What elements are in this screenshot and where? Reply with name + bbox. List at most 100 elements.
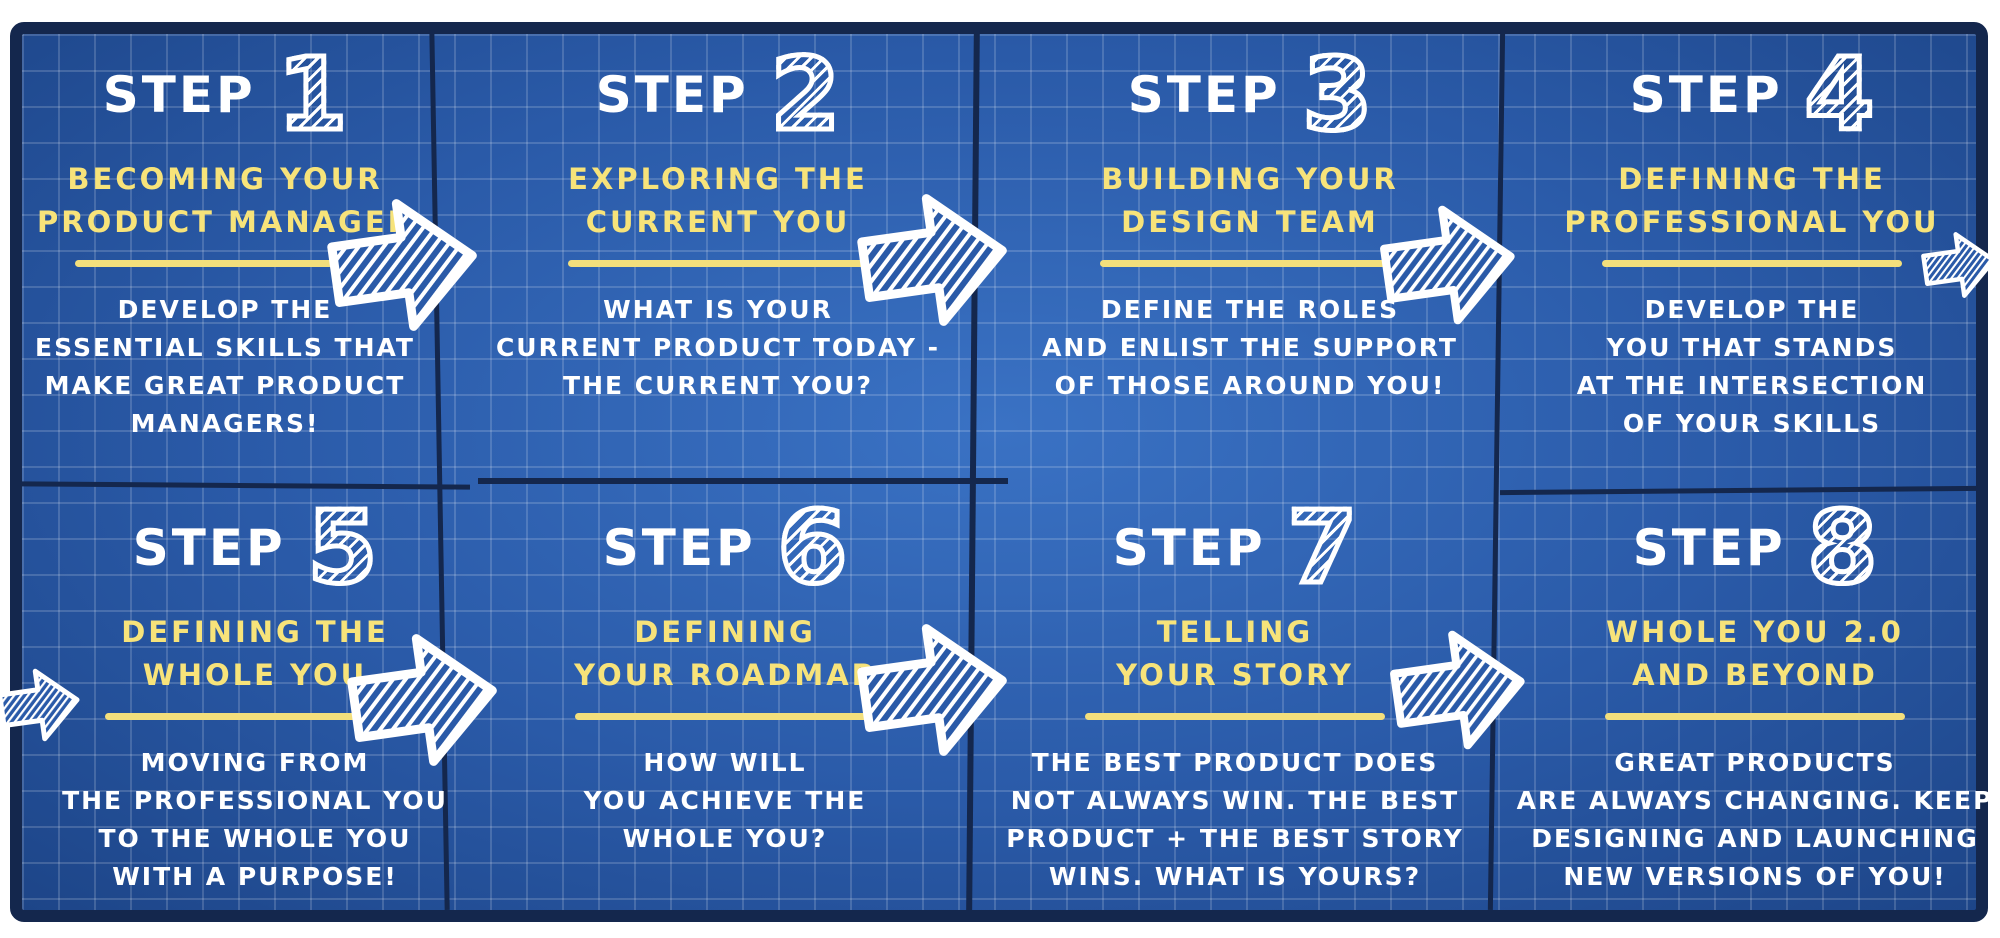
step-description-line: PRODUCT + THE BEST STORY: [1006, 824, 1464, 853]
step-title-line: AND BEYOND: [1632, 658, 1878, 692]
step-description: THE BEST PRODUCT DOES NOT ALWAYS WIN. THE…: [1006, 744, 1464, 896]
step-title-line: DEFINING: [634, 615, 816, 649]
step-description-line: WHOLE YOU?: [622, 824, 828, 853]
step-description-line: MOVING FROM: [140, 748, 370, 777]
step-description-line: OF YOUR SKILLS: [1622, 409, 1882, 438]
step-heading: STEP 7: [1112, 489, 1360, 606]
step-heading: STEP 5: [132, 489, 380, 606]
step-description: WHAT IS YOUR CURRENT PRODUCT TODAY - THE C…: [496, 291, 940, 405]
step-title-line: DESIGN TEAM: [1121, 205, 1379, 239]
step-description-line: GREAT PRODUCTS: [1614, 748, 1896, 777]
step-title-line: YOUR ROADMAP: [574, 658, 876, 692]
step-label: STEP: [1632, 519, 1786, 577]
step-description-line: WHAT IS YOUR: [603, 295, 833, 324]
step-description-line: THE BEST PRODUCT DOES: [1031, 748, 1439, 777]
step-title: TELLING YOUR STORY: [1116, 611, 1354, 697]
step-number: 8: [1805, 489, 1880, 606]
step-title: EXPLORING THE CURRENT YOU: [568, 158, 868, 244]
arrow-right-icon: [1921, 232, 1996, 298]
step-number: 7: [1285, 489, 1360, 606]
step-title-line: DEFINING THE: [1618, 162, 1886, 196]
title-underline: [1085, 713, 1385, 720]
step-title: DEFINING THE WHOLE YOU: [121, 611, 389, 697]
step-heading: STEP 4: [1629, 36, 1877, 153]
step-description-line: AT THE INTERSECTION: [1576, 371, 1928, 400]
step-description-line: ARE ALWAYS CHANGING. KEEP: [1516, 786, 1994, 815]
step-description-line: DEVELOP THE: [1644, 295, 1860, 324]
title-underline: [1602, 260, 1902, 267]
step-description: DEVELOP THE YOU THAT STANDS AT THE INTERSE…: [1577, 291, 1928, 443]
title-underline: [1605, 713, 1905, 720]
step-description-line: DEFINE THE ROLES: [1100, 295, 1400, 324]
step-description-line: MAKE GREAT PRODUCT: [44, 371, 406, 400]
step-description-line: YOU ACHIEVE THE: [583, 786, 867, 815]
step-title-line: WHOLE YOU: [142, 658, 368, 692]
step-description: HOW WILL YOU ACHIEVE THE WHOLE YOU?: [584, 744, 867, 858]
step-description-line: OF THOSE AROUND YOU!: [1054, 371, 1446, 400]
step-title-line: YOUR STORY: [1116, 658, 1354, 692]
step-number: 6: [775, 489, 850, 606]
step-description-line: WITH A PURPOSE!: [112, 862, 398, 891]
step-description-line: WINS. WHAT IS YOURS?: [1048, 862, 1422, 891]
step-description: GREAT PRODUCTS ARE ALWAYS CHANGING. KEEP D…: [1517, 744, 1994, 896]
step-label: STEP: [595, 66, 749, 124]
step-description-line: DEVELOP THE: [117, 295, 333, 324]
step-description-line: ESSENTIAL SKILLS THAT: [35, 333, 415, 362]
step-label: STEP: [102, 66, 256, 124]
step-description-line: TO THE WHOLE YOU: [98, 824, 412, 853]
step-description: DEVELOP THE ESSENTIAL SKILLS THAT MAKE GRE…: [35, 291, 415, 443]
step-description-line: NOT ALWAYS WIN. THE BEST: [1010, 786, 1460, 815]
step-label: STEP: [1112, 519, 1266, 577]
step-description-line: YOU THAT STANDS: [1606, 333, 1898, 362]
step-label: STEP: [132, 519, 286, 577]
step-title-line: PROFESSIONAL YOU: [1564, 205, 1940, 239]
title-underline: [575, 713, 875, 720]
step-heading: STEP 6: [602, 489, 850, 606]
step-description-line: THE PROFESSIONAL YOU: [62, 786, 448, 815]
step-title-line: PRODUCT MANAGER: [37, 205, 413, 239]
arrow-right-icon: [1390, 630, 1525, 750]
step-title-line: DEFINING THE: [121, 615, 389, 649]
step-description-line: CURRENT PRODUCT TODAY -: [495, 333, 941, 362]
step-title: DEFINING THE PROFESSIONAL YOU: [1564, 158, 1939, 244]
arrow-right-icon: [327, 199, 477, 331]
step-description-line: HOW WILL: [643, 748, 807, 777]
step-number: 4: [1802, 36, 1877, 153]
step-label: STEP: [602, 519, 756, 577]
step-heading: STEP 8: [1632, 489, 1880, 606]
step-title-line: CURRENT YOU: [585, 205, 851, 239]
fold-line-h2: [478, 478, 1008, 484]
step-title-line: EXPLORING THE: [568, 162, 868, 196]
arrow-right-icon: [1380, 205, 1515, 325]
step-number: 3: [1300, 36, 1375, 153]
step-description: MOVING FROM THE PROFESSIONAL YOU TO THE WH…: [62, 744, 448, 896]
step-label: STEP: [1127, 66, 1281, 124]
title-underline: [568, 260, 868, 267]
step-heading: STEP 3: [1127, 36, 1375, 153]
step-description-line: THE CURRENT YOU?: [563, 371, 873, 400]
step-description-line: NEW VERSIONS OF YOU!: [1563, 862, 1947, 891]
step-title-line: TELLING: [1156, 615, 1314, 649]
step-label: STEP: [1629, 66, 1783, 124]
step-number: 2: [768, 36, 843, 153]
step-heading: STEP 2: [595, 36, 843, 153]
title-underline: [75, 260, 375, 267]
step-description-line: AND ENLIST THE SUPPORT: [1042, 333, 1458, 362]
step-title-line: WHOLE YOU 2.0: [1606, 615, 1904, 649]
arrow-right-icon: [857, 624, 1007, 756]
arrow-right-icon: [0, 668, 80, 742]
step-number: 5: [305, 489, 380, 606]
arrow-right-icon: [347, 634, 497, 766]
step-description-line: DESIGNING AND LAUNCHING: [1531, 824, 1979, 853]
